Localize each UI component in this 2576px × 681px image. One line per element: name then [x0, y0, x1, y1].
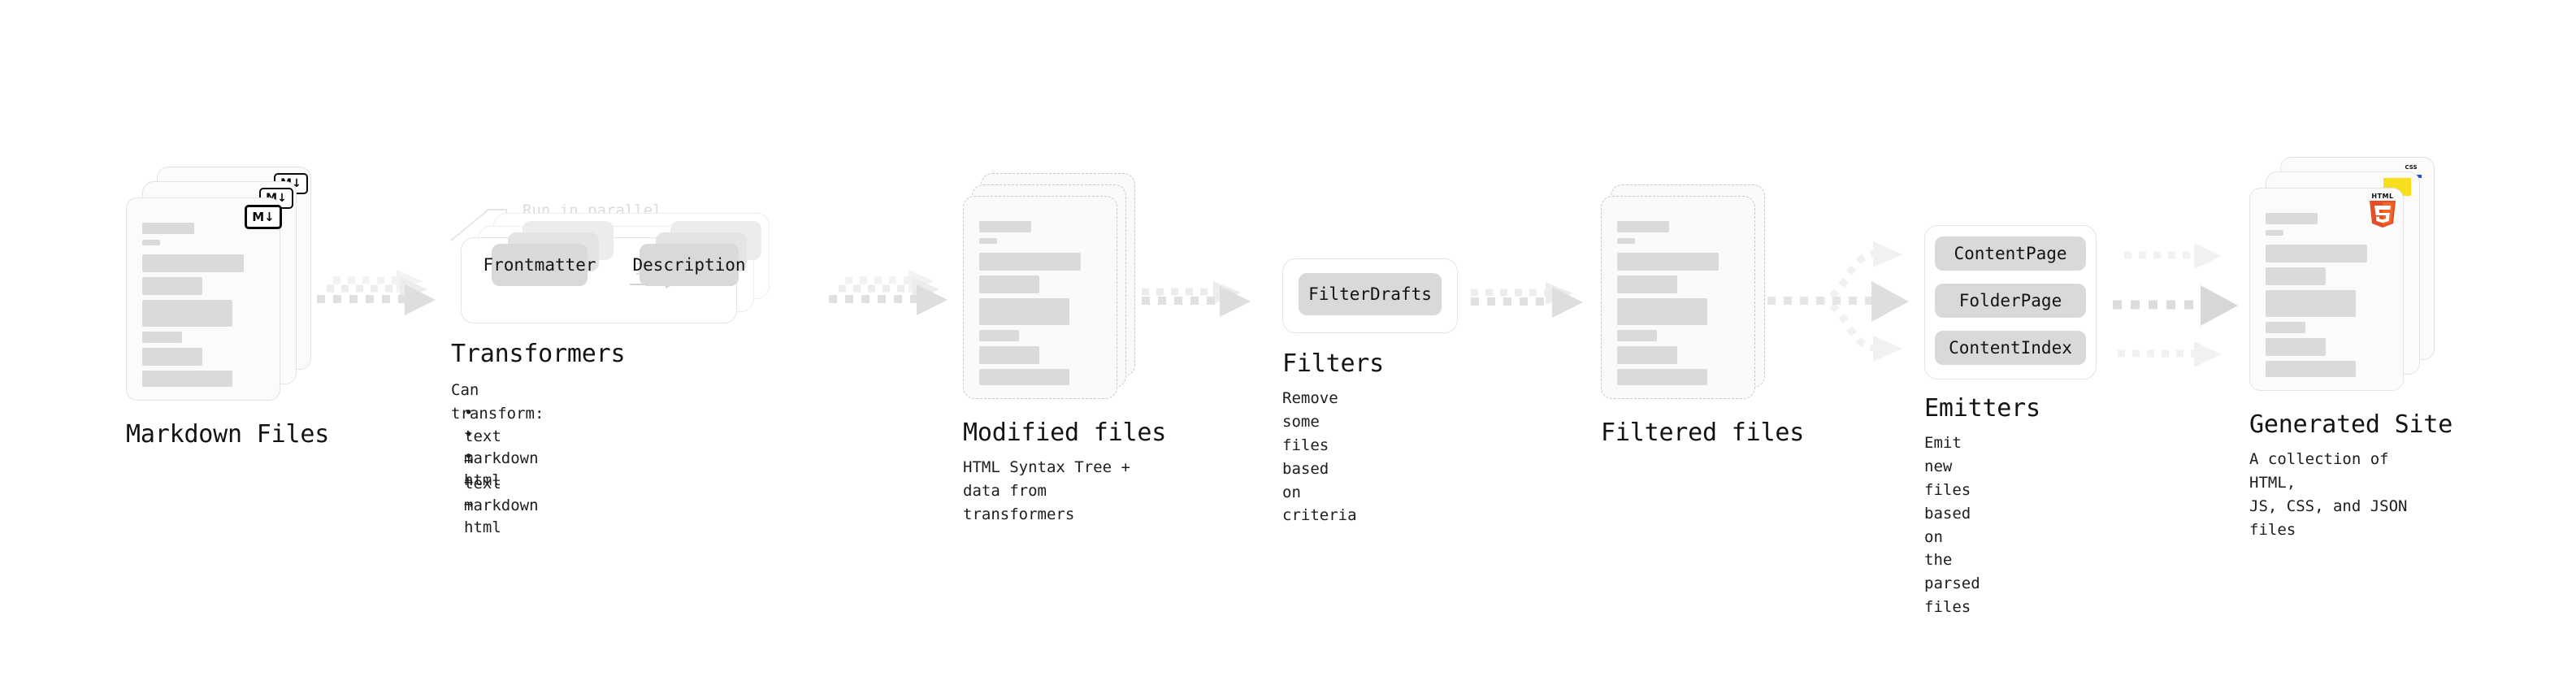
modified-files-subtitle: HTML Syntax Tree + data from transformer…	[963, 458, 1130, 523]
filtered-file-stack	[1601, 184, 1772, 420]
doc-line	[979, 238, 997, 244]
doc-line	[142, 300, 232, 327]
transformers-subtitle: Can transform:	[451, 381, 544, 423]
chip-frontmatter-label: Frontmatter	[483, 255, 596, 275]
doc-line	[1617, 221, 1669, 232]
connector-transformers-to-modified	[829, 270, 948, 315]
chip-filterdrafts[interactable]: FilterDrafts	[1299, 273, 1442, 315]
connector-filters-to-filtered	[1471, 282, 1583, 318]
filtered-card-front	[1601, 196, 1755, 399]
filters-title: Filters	[1282, 349, 1385, 378]
doc-line	[142, 223, 194, 234]
stage-markdown-files: M↓ M↓ M↓ Markdown Files	[126, 167, 329, 449]
connector-emitters-to-site	[2113, 243, 2238, 367]
doc-line	[979, 221, 1031, 232]
site-card-front: HTML	[2249, 188, 2404, 391]
generated-site-subtitle: A collection of HTML, JS, CSS, and JSON …	[2249, 450, 2408, 539]
doc-line	[142, 332, 182, 343]
doc-line	[142, 240, 160, 245]
transformers-bullet-2: • html → html	[464, 448, 501, 536]
transformers-title: Transformers	[451, 340, 626, 368]
markdown-card-front: M↓	[126, 197, 282, 401]
stage-filtered-files: Filtered files	[1601, 184, 1804, 447]
doc-line	[2266, 267, 2326, 285]
doc-line	[2266, 230, 2283, 236]
html5-wordmark: HTML	[2371, 193, 2394, 200]
chip-contentpage[interactable]: ContentPage	[1935, 236, 2086, 271]
chip-frontmatter[interactable]: Frontmatter	[483, 244, 596, 286]
doc-line	[2266, 338, 2326, 356]
html5-icon: HTML	[2365, 193, 2400, 228]
modified-files-title: Modified files	[963, 419, 1167, 447]
doc-line	[979, 275, 1039, 293]
doc-line	[979, 330, 1019, 341]
doc-line	[979, 298, 1069, 325]
markdown-file-stack: M↓ M↓ M↓	[126, 167, 313, 402]
chip-description[interactable]: Description	[632, 244, 746, 286]
filtered-files-title: Filtered files	[1601, 419, 1805, 447]
doc-line	[1617, 238, 1635, 244]
chip-folderpage[interactable]: FolderPage	[1935, 284, 2086, 318]
html5-shield	[2370, 201, 2396, 228]
emitters-title: Emitters	[1924, 394, 2040, 423]
connector-modified-to-filters	[1142, 281, 1251, 317]
css-badge-label: CSS	[2405, 164, 2418, 171]
chip-contentpage-label: ContentPage	[1954, 244, 2067, 263]
modified-card-front	[963, 196, 1117, 399]
doc-line	[1617, 369, 1707, 385]
doc-line	[2266, 290, 2356, 317]
modified-file-stack	[963, 173, 1142, 417]
doc-line	[142, 254, 244, 272]
markdown-badge-front: M↓	[245, 205, 282, 229]
connector-filtered-to-emitters	[1767, 241, 1909, 362]
doc-line	[2266, 245, 2367, 262]
doc-line	[1617, 330, 1657, 341]
transformers-bullet-0: • text → text	[464, 404, 501, 492]
markdown-files-title: Markdown Files	[126, 420, 330, 449]
doc-line	[979, 253, 1081, 271]
chip-description-label: Description	[632, 255, 746, 275]
doc-line	[2266, 213, 2318, 224]
generated-site-title: Generated Site	[2249, 410, 2453, 439]
doc-line	[142, 371, 232, 387]
generated-file-stack: CSS HTML	[2249, 157, 2436, 401]
emitters-subtitle: Emit new files based on the parsed files	[1924, 434, 1980, 617]
chip-folderpage-label: FolderPage	[1958, 291, 2062, 310]
doc-line	[979, 346, 1039, 364]
doc-line	[1617, 253, 1719, 271]
doc-line	[142, 277, 202, 295]
transformers-bullet-1: • markdown → markdown	[464, 426, 539, 514]
doc-line	[979, 369, 1069, 385]
connector-md-to-transformers	[317, 270, 436, 315]
chip-filterdrafts-label: FilterDrafts	[1308, 284, 1432, 304]
stage-generated-site: CSS HTML	[2249, 157, 2452, 539]
doc-line	[1617, 275, 1677, 293]
doc-line	[1617, 298, 1707, 325]
chip-contentindex[interactable]: ContentIndex	[1935, 331, 2086, 365]
doc-line	[1617, 346, 1677, 364]
stage-modified-files: Modified files HTML Syntax Tree + data f…	[963, 173, 1166, 523]
chip-contentindex-label: ContentIndex	[1949, 338, 2072, 358]
doc-line	[142, 348, 202, 366]
doc-line	[2266, 322, 2305, 333]
filters-subtitle: Remove some files based on criteria	[1282, 389, 1357, 525]
doc-line	[2266, 361, 2356, 377]
